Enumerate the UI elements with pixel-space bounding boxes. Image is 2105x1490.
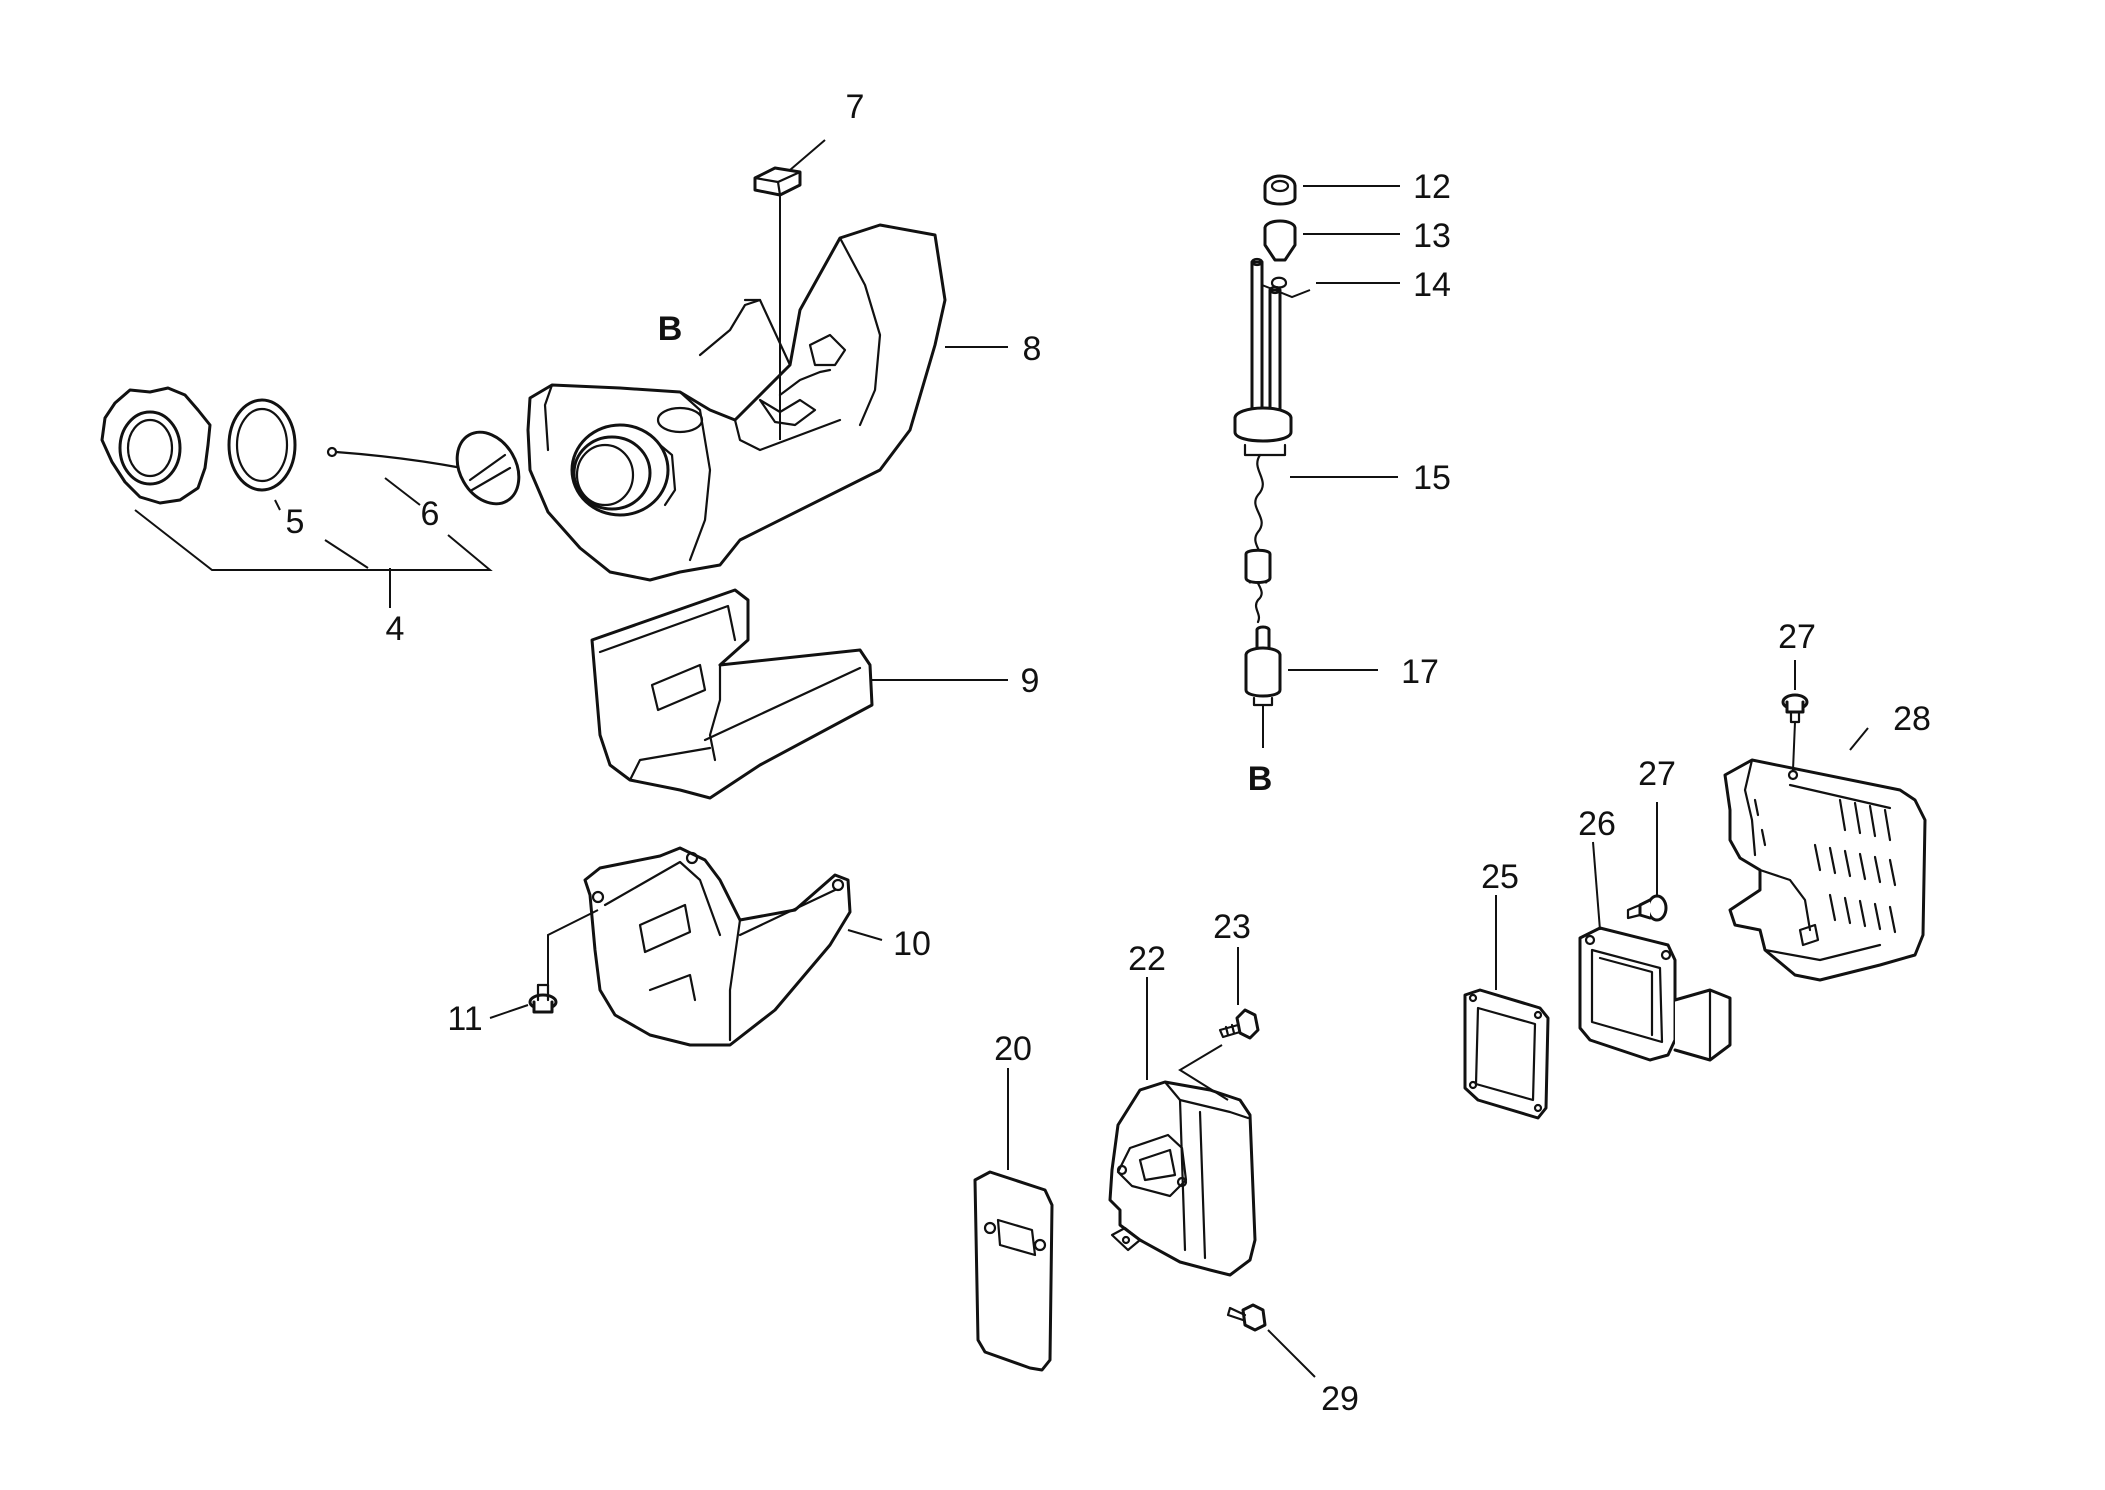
- fuel-cap: [100, 386, 212, 505]
- label-6: 6: [421, 495, 440, 533]
- label-15: 15: [1413, 459, 1451, 497]
- exhaust-deflector-26: [1578, 926, 1732, 1062]
- cap-gasket: [227, 398, 297, 492]
- label-20: 20: [994, 1030, 1032, 1068]
- label-5: 5: [286, 503, 305, 541]
- label-7: 7: [846, 88, 865, 126]
- muffler-22: [1108, 1080, 1257, 1277]
- cover-vents: [1753, 798, 1897, 934]
- cushion: [753, 166, 802, 197]
- fuel-tank: [526, 223, 947, 582]
- reference-b-tank: B: [658, 310, 683, 348]
- label-10: 10: [893, 925, 931, 963]
- bolt-23: [1218, 1008, 1260, 1040]
- grommet-12: [1263, 174, 1297, 206]
- label-4: 4: [386, 610, 405, 648]
- label-12: 12: [1413, 168, 1451, 206]
- label-23: 23: [1213, 908, 1251, 946]
- label-11: 11: [447, 1000, 482, 1038]
- label-29: 29: [1321, 1380, 1359, 1418]
- screw-27-mid: [1626, 894, 1668, 922]
- label-25: 25: [1481, 858, 1519, 896]
- strainer-cord: [326, 430, 521, 506]
- callout-labels: 4 5 6 7 8 9 10 11 12 13 14 15 17 20 22 2…: [286, 88, 1931, 1418]
- fuel-pipe-15: [1233, 257, 1293, 624]
- label-26: 26: [1578, 805, 1616, 843]
- label-14: 14: [1413, 266, 1451, 304]
- muffler-cover-28: [1723, 758, 1927, 982]
- label-13: 13: [1413, 217, 1451, 255]
- label-8: 8: [1023, 330, 1042, 368]
- label-17: 17: [1401, 653, 1439, 691]
- gasket-20: [973, 1170, 1054, 1372]
- bolt-29: [1226, 1303, 1267, 1332]
- fuel-filter-17: [1244, 625, 1282, 707]
- tank-protector: [590, 588, 874, 800]
- leader-lines: [134, 139, 1869, 1378]
- screw-27-top: [1781, 693, 1809, 724]
- label-28: 28: [1893, 700, 1931, 738]
- label-27-mid: 27: [1638, 755, 1676, 793]
- label-27-top: 27: [1778, 618, 1816, 656]
- label-22: 22: [1128, 940, 1166, 978]
- plug-13: [1263, 219, 1297, 262]
- reference-b-filter: B: [1248, 760, 1273, 798]
- label-9: 9: [1021, 662, 1040, 700]
- gasket-25: [1463, 988, 1550, 1120]
- tank-bracket: [583, 846, 852, 1047]
- bolt-11: [528, 983, 558, 1014]
